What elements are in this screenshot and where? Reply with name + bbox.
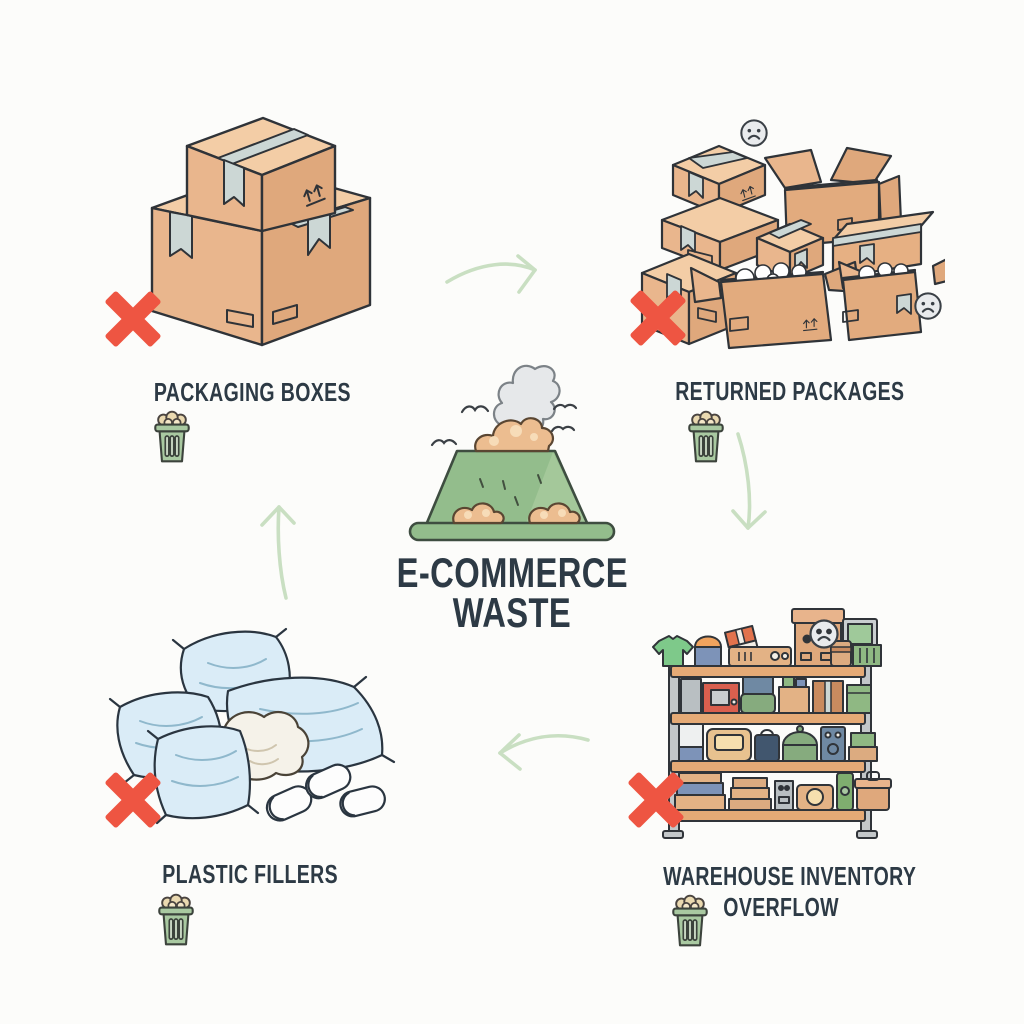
trash-bin-icon (688, 410, 724, 463)
trash-bin-icon (158, 893, 194, 946)
label-text: PLASTIC FILLERS (162, 859, 338, 889)
red-x-icon (104, 290, 162, 348)
red-x-icon (629, 289, 687, 347)
label-returned-packages: RETURNED PACKAGES (630, 376, 950, 407)
arrow-top-right (445, 254, 537, 294)
arrow-right-down (731, 432, 767, 530)
label-text-line1: WAREHOUSE INVENTORY (663, 861, 917, 891)
this-side-up-icon (803, 318, 818, 332)
this-side-up-icon (740, 185, 756, 202)
arrow-left-up (260, 505, 296, 600)
t-shirt (652, 635, 694, 667)
sad-face-icon (809, 619, 839, 649)
packing-peanut (339, 785, 386, 818)
label-plastic-fillers: PLASTIC FILLERS (90, 859, 410, 890)
diagram-title: E-COMMERCE WASTE (352, 549, 672, 636)
label-packaging-boxes: PACKAGING BOXES (92, 377, 412, 408)
this-side-up-icon (303, 184, 326, 207)
label-warehouse-inventory-overflow: WAREHOUSE INVENTORY OVERFLOW (621, 861, 941, 923)
red-x-icon (627, 771, 685, 829)
red-x-icon (104, 771, 162, 829)
warehouse-shelf-icon (652, 608, 892, 839)
plastic-air-pillows-icon (108, 627, 396, 825)
tape-strip (688, 151, 748, 169)
packing-peanut (305, 763, 352, 800)
sad-face-icon (914, 292, 942, 320)
stacked-shipping-boxes-icon (150, 116, 372, 347)
landfill-mound-icon (408, 364, 616, 542)
label-text: RETURNED PACKAGES (675, 376, 905, 406)
title-line1: E-COMMERCE (396, 549, 628, 596)
arrow-bottom-left (498, 733, 590, 771)
label-text-line2: OVERFLOW (723, 892, 839, 922)
trash-bin-icon (154, 410, 190, 463)
bird-icon (430, 403, 578, 447)
title-line2: WASTE (452, 589, 572, 636)
sad-face-icon (740, 119, 768, 147)
label-text: PACKAGING BOXES (153, 377, 351, 407)
